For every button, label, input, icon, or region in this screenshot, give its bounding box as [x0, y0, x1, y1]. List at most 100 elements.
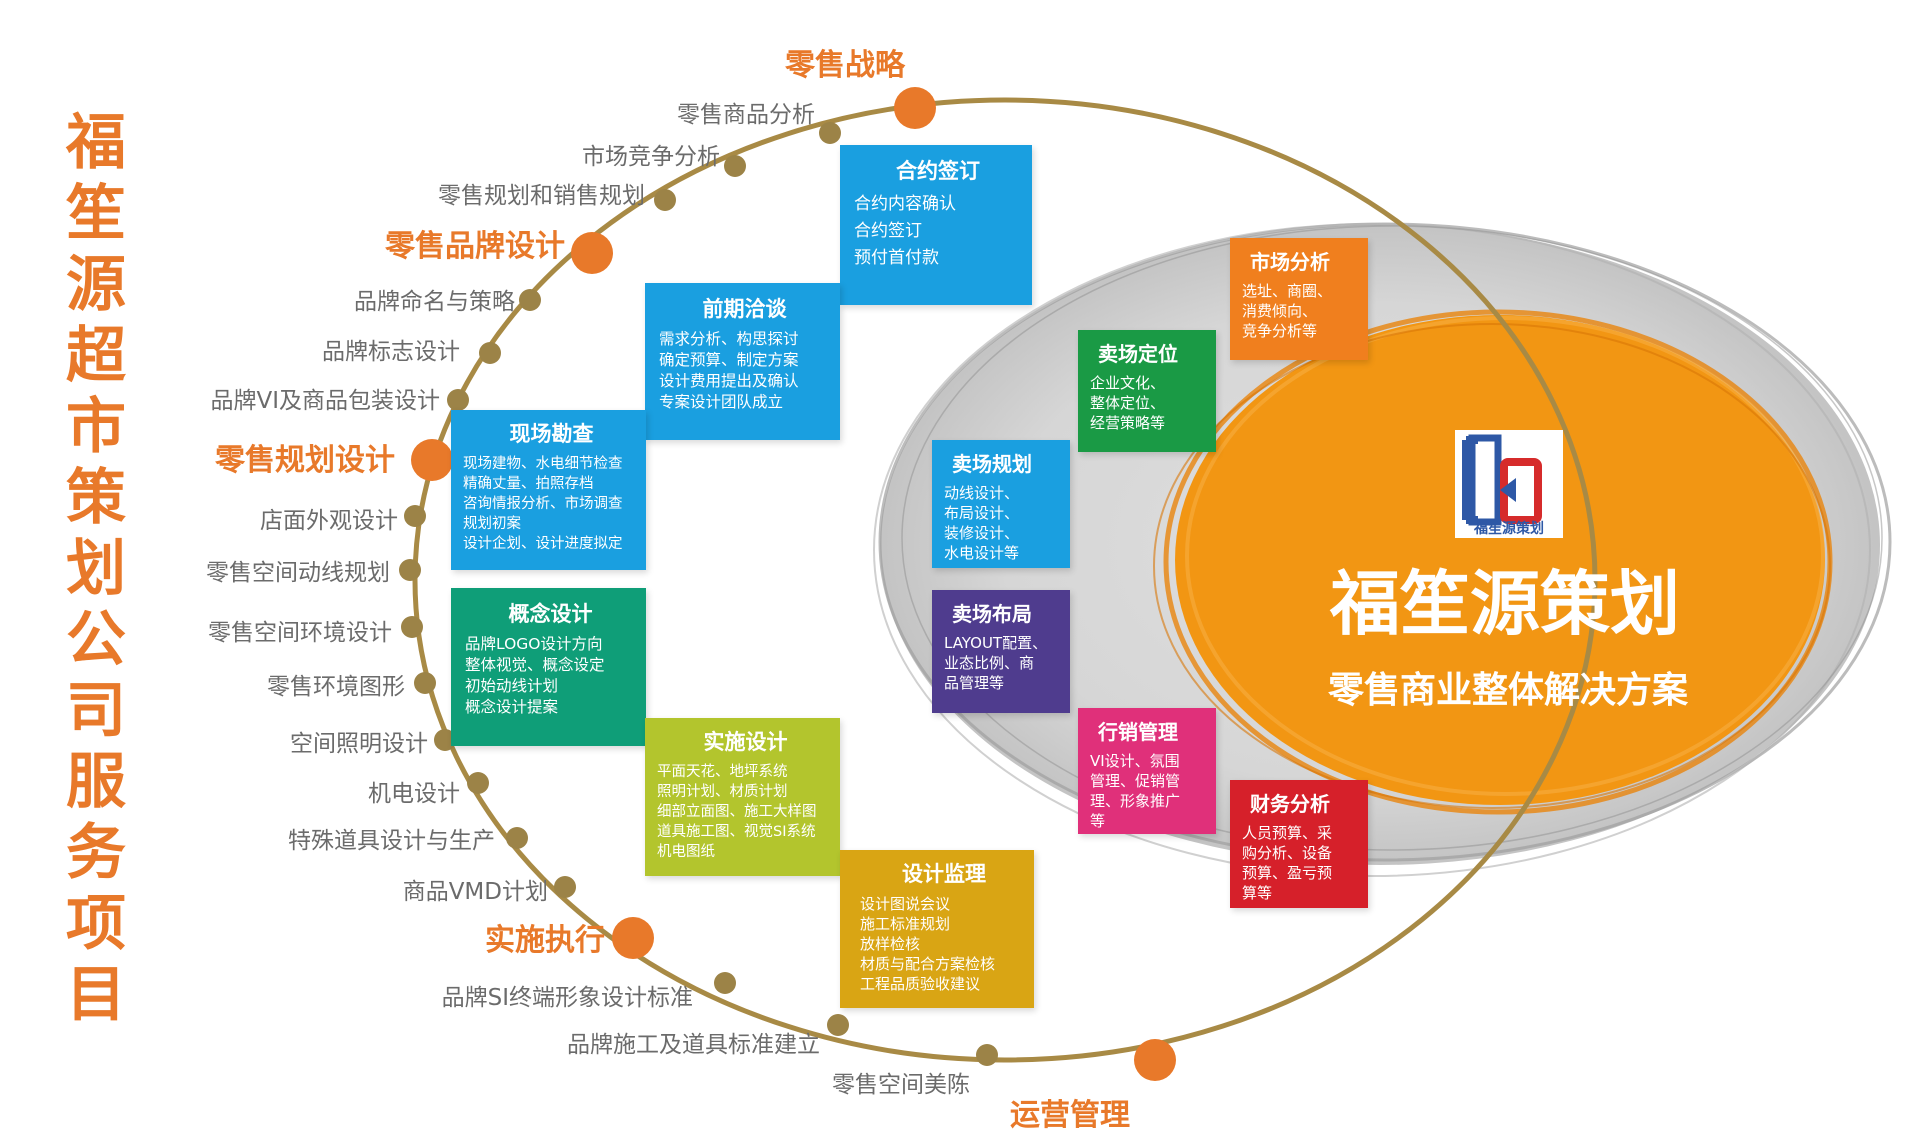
ring-dot	[506, 827, 528, 849]
box-implementation-design: 实施设计 平面天花、地坪系统 照明计划、材质计划 细部立面图、施工大样图 道具施…	[645, 718, 840, 876]
logo-caption: 福笙源策划	[1473, 520, 1544, 537]
center-disc	[1153, 309, 1833, 815]
box-design-supervision: 设计监理 设计图说会议 施工标准规划 放样检核 材质与配合方案检核 工程品质验收…	[840, 850, 1034, 1008]
box-preliminary-talks: 前期洽谈 需求分析、构思探讨 确定预算、制定方案 设计费用提出及确认 专案设计团…	[645, 283, 840, 440]
box-title: 前期洽谈	[702, 297, 787, 321]
center-tagline: 零售商业整体解决方案	[1328, 670, 1689, 711]
milestone-marker	[1134, 1039, 1176, 1081]
box-contract-signing: 合约签订 合约内容确认 合约签订 预付首付款	[840, 145, 1032, 305]
box-body: 现场建物、水电细节检查 精确丈量、拍照存档 咨询情报分析、市场调查 规划初案 设…	[463, 456, 623, 552]
milestone-label: 零售品牌设计	[385, 229, 565, 264]
ring-dot	[714, 972, 736, 994]
milestone-label: 实施执行	[485, 923, 605, 958]
milestone-label: 运营管理	[1010, 1098, 1130, 1133]
title-char: 源	[66, 250, 126, 320]
ring-item-label: 机电设计	[368, 781, 460, 807]
ring-dot	[827, 1014, 849, 1036]
box-store-positioning: 卖场定位 企业文化、 整体定位、 经营策略等	[1078, 330, 1216, 452]
box-body: 人员预算、采 购分析、设备 预算、盈亏预 算等	[1242, 824, 1333, 902]
ring-item-label: 品牌标志设计	[322, 339, 460, 365]
milestone-marker	[571, 232, 613, 274]
milestone-label: 零售战略	[785, 48, 906, 83]
box-store-layout: 卖场布局 LAYOUT配置、 业态比例、商 品管理等	[932, 590, 1070, 713]
title-char: 公	[66, 605, 126, 675]
ring-item-label: 空间照明设计	[290, 731, 428, 757]
box-site-survey: 现场勘查 现场建物、水电细节检查 精确丈量、拍照存档 咨询情报分析、市场调查 规…	[451, 410, 646, 570]
box-market-analysis: 市场分析 选址、商圈、 消费倾向、 竞争分析等	[1230, 238, 1368, 360]
title-char: 司	[66, 676, 126, 746]
timeline-ring	[412, 97, 1598, 1063]
box-title: 实施设计	[703, 730, 788, 754]
box-body: 平面天花、地坪系统 照明计划、材质计划 细部立面图、施工大样图 道具施工图、视觉…	[657, 764, 817, 860]
box-title: 财务分析	[1250, 792, 1330, 816]
ring-dot	[976, 1044, 998, 1066]
title-char: 市	[66, 392, 126, 462]
ring-dot	[467, 772, 489, 794]
box-title: 设计监理	[902, 862, 986, 886]
milestone-marker	[612, 917, 654, 959]
ring-item-label: 零售空间美陈	[832, 1072, 970, 1098]
ring-dot	[399, 559, 421, 581]
brand-logo: 福笙源策划	[1455, 430, 1563, 538]
box-title: 现场勘查	[509, 422, 594, 446]
ring-item-label: 店面外观设计	[260, 508, 398, 534]
ring-item-label: 零售空间动线规划	[206, 560, 390, 586]
ring-item-label: 特殊道具设计与生产	[288, 828, 495, 854]
ring-item-label: 品牌SI终端形象设计标准	[442, 985, 693, 1011]
title-char: 划	[66, 534, 126, 604]
box-concept-design: 概念设计 品牌LOGO设计方向 整体视觉、概念设定 初始动线计划 概念设计提案	[451, 588, 646, 746]
box-title: 卖场规划	[952, 452, 1032, 476]
ring-dot	[434, 729, 456, 751]
box-body: VI设计、氛围 管理、促销管 理、形象推广 等	[1090, 752, 1181, 830]
ring-dot	[447, 389, 469, 411]
title-char: 笙	[66, 179, 126, 249]
ring-item-label: 品牌施工及道具标准建立	[567, 1032, 820, 1058]
box-title: 市场分析	[1250, 250, 1330, 274]
box-body: 企业文化、 整体定位、 经营策略等	[1090, 374, 1166, 432]
ring-dot	[404, 505, 426, 527]
box-title: 合约签订	[896, 159, 980, 183]
box-body: 设计图说会议 施工标准规划 放样检核 材质与配合方案检核 工程品质验收建议	[860, 895, 996, 993]
ring-item-label: 零售环境图形	[267, 674, 405, 700]
title-char: 务	[66, 818, 126, 888]
ring-dot	[479, 342, 501, 364]
ring-item-label: 商品VMD计划	[403, 879, 548, 905]
box-body: 需求分析、构思探讨 确定预算、制定方案 设计费用提出及确认 专案设计团队成立	[659, 330, 799, 411]
vertical-title: 福笙源超市策划公司服务项目	[56, 108, 136, 1031]
box-financial-analysis: 财务分析 人员预算、采 购分析、设备 预算、盈亏预 算等	[1230, 780, 1368, 908]
box-body: 合约内容确认 合约签订 预付首付款	[854, 194, 956, 268]
box-title: 概念设计	[508, 602, 593, 626]
ring-item-label: 品牌VI及商品包装设计	[210, 388, 440, 414]
box-title: 行销管理	[1098, 720, 1178, 744]
title-char: 项	[66, 889, 126, 959]
ring-dot	[654, 189, 676, 211]
ring-item-label: 品牌命名与策略	[354, 289, 515, 315]
milestone-marker	[411, 439, 453, 481]
box-body: 品牌LOGO设计方向 整体视觉、概念设定 初始动线计划 概念设计提案	[465, 635, 605, 716]
title-char: 目	[66, 960, 126, 1030]
milestone-marker	[894, 87, 936, 129]
box-title: 卖场定位	[1098, 342, 1178, 366]
ring-dot	[724, 155, 746, 177]
milestone-label: 零售规划设计	[215, 443, 395, 478]
title-char: 超	[66, 321, 126, 391]
box-title: 卖场布局	[952, 602, 1032, 626]
ring-item-label: 市场竞争分析	[582, 144, 720, 170]
ring-dot	[554, 876, 576, 898]
ring-dot	[519, 289, 541, 311]
ring-dot	[819, 122, 841, 144]
title-char: 福	[66, 108, 126, 178]
title-char: 服	[66, 747, 126, 817]
ring-item-label: 零售商品分析	[677, 102, 815, 128]
box-body: 选址、商圈、 消费倾向、 竞争分析等	[1242, 282, 1333, 340]
box-body: 动线设计、 布局设计、 装修设计、 水电设计等	[944, 484, 1020, 562]
box-marketing-management: 行销管理 VI设计、氛围 管理、促销管 理、形象推广 等	[1078, 708, 1216, 834]
center-brand-title: 福笙源策划	[1329, 563, 1680, 645]
ring-dot	[401, 616, 423, 638]
box-body: LAYOUT配置、 业态比例、商 品管理等	[944, 634, 1048, 692]
box-store-planning: 卖场规划 动线设计、 布局设计、 装修设计、 水电设计等	[932, 440, 1070, 568]
ring-item-label: 零售空间环境设计	[208, 620, 392, 646]
title-char: 策	[66, 463, 126, 533]
ring-item-label: 零售规划和销售规划	[438, 183, 645, 209]
ring-dot	[414, 672, 436, 694]
